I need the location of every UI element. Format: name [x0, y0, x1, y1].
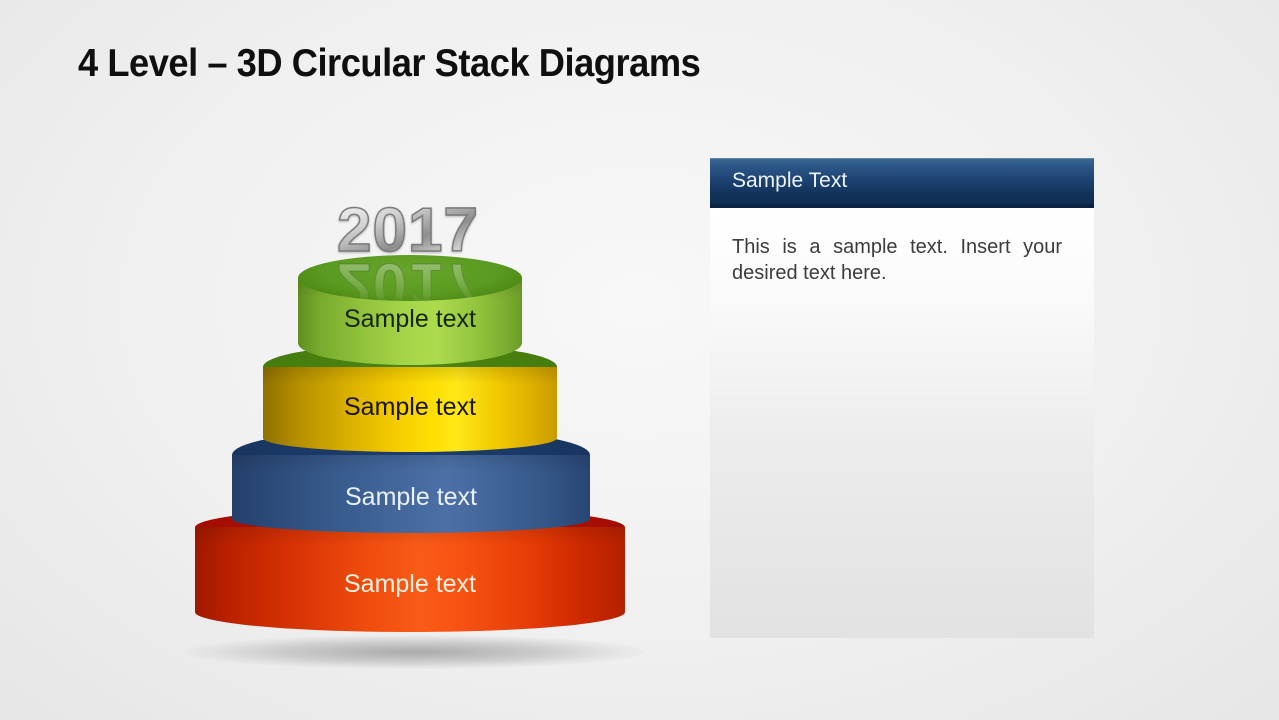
- level-third-label: Sample text: [344, 483, 477, 511]
- level-second-label: Sample text: [343, 393, 476, 421]
- panel-header[interactable]: Sample Text: [710, 158, 1094, 208]
- stack-drop-shadow: [185, 635, 645, 669]
- level-top-cylinder-side: [298, 278, 522, 365]
- level-top-label: Sample text: [343, 305, 476, 333]
- description-panel: Sample Text This is a sample text. Inser…: [710, 158, 1094, 638]
- level-bottom-cylinder-side: [195, 527, 625, 632]
- level-third-cylinder-side: [232, 455, 590, 533]
- slide-title[interactable]: 4 Level – 3D Circular Stack Diagrams: [78, 42, 701, 85]
- level-bottom-cylinder-top: [195, 507, 625, 548]
- panel-body[interactable]: This is a sample text. Insert your desir…: [710, 208, 1094, 638]
- panel-body-text: This is a sample text. Insert your desir…: [732, 236, 1062, 284]
- level-bottom-label: Sample text: [343, 570, 476, 598]
- year-3d-text[interactable]: 2017: [308, 199, 508, 263]
- level-third-cylinder-top: [232, 428, 590, 482]
- panel-header-label: Sample Text: [732, 169, 848, 192]
- level-second-cylinder-side: [263, 367, 557, 452]
- level-second-cylinder-top: [263, 344, 557, 390]
